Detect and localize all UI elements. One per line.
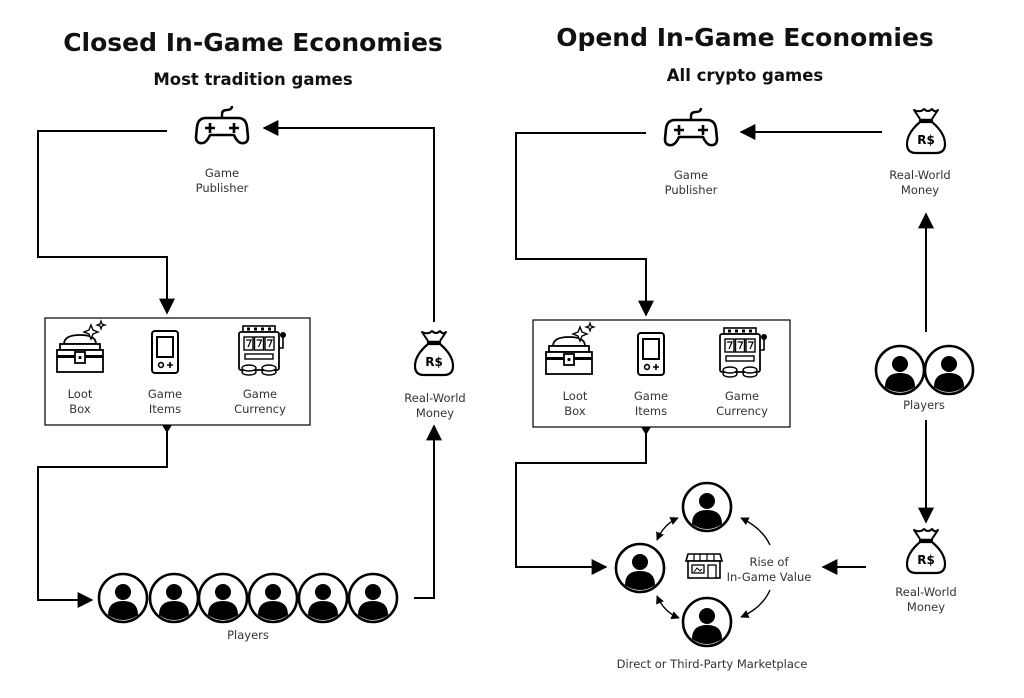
slot-machine-icon: [719, 327, 768, 378]
closed-loot-box-label-1: Loot: [68, 387, 93, 401]
closed-publisher-label-1: Game: [205, 166, 239, 180]
money-bag-label: R$: [917, 133, 935, 147]
closed-game-currency-label-1: Game: [243, 387, 277, 401]
open-publisher-label-1: Game: [674, 168, 708, 182]
closed-game-items-label-2: Items: [149, 402, 181, 416]
open-game-items-label-2: Items: [635, 404, 667, 418]
player-icon: [614, 542, 666, 594]
player-icon: [681, 481, 733, 533]
open-title: Opend In-Game Economies: [556, 23, 934, 52]
handheld-device-icon: [151, 330, 179, 374]
closed-arrow-publisher-to-items: [37, 130, 175, 315]
marketplace-label: Direct or Third-Party Marketplace: [617, 657, 808, 671]
slot-machine-icon: [238, 325, 287, 376]
closed-arrow-players-to-money: [414, 424, 442, 599]
handheld-device-icon: [637, 332, 665, 376]
closed-game-currency-label-2: Currency: [234, 402, 286, 416]
closed-subtitle: Most tradition games: [153, 70, 353, 89]
closed-title: Closed In-Game Economies: [63, 28, 443, 57]
player-icon: [347, 572, 399, 624]
gamepad-icon: [663, 106, 719, 147]
open-subtitle: All crypto games: [667, 66, 824, 85]
open-game-currency-label-1: Game: [725, 389, 759, 403]
closed-loot-box-label-2: Box: [69, 402, 91, 416]
open-players-label: Players: [903, 398, 945, 412]
player-icon: [197, 572, 249, 624]
gamepad-icon: [194, 104, 250, 145]
market-cycle-arrow: [656, 595, 680, 620]
open-loot-box-label-2: Box: [564, 404, 586, 418]
player-icon: [148, 572, 200, 624]
rise-of-value-label-1: Rise of: [750, 555, 790, 569]
closed-publisher-label-2: Publisher: [196, 181, 249, 195]
open-money-top-label-1: Real-World: [889, 168, 950, 182]
player-icon: [923, 344, 975, 396]
open-money-bottom-label-1: Real-World: [895, 585, 956, 599]
closed-wire-start-marker: [162, 425, 172, 433]
player-icon: [97, 572, 149, 624]
open-loot-box-label-1: Loot: [563, 389, 588, 403]
closed-game-items-label-1: Game: [148, 387, 182, 401]
market-cycle-arrow: [740, 589, 771, 618]
shop-icon: [685, 553, 723, 579]
open-arrow-publisher-to-items: [515, 132, 654, 317]
closed-arrow-items-to-players: [37, 430, 168, 608]
open-game-currency-label-2: Currency: [716, 404, 768, 418]
player-icon: [247, 572, 299, 624]
player-icon: [297, 572, 349, 624]
closed-arrow-money-to-publisher: [262, 120, 435, 322]
open-publisher-label-2: Publisher: [665, 183, 718, 197]
closed-money-label-2: Money: [416, 406, 454, 420]
rise-of-value-label-2: In-Game Value: [727, 570, 812, 584]
player-icon: [681, 596, 733, 648]
open-money-bottom-label-2: Money: [907, 600, 945, 614]
open-money-top-label-2: Money: [901, 183, 939, 197]
open-game-items-label-1: Game: [634, 389, 668, 403]
open-arrow-items-to-marketplace: [515, 432, 647, 575]
money-bag-label: R$: [917, 553, 935, 567]
market-cycle-arrow: [656, 517, 679, 541]
player-icon: [874, 344, 926, 396]
open-wire-start-marker: [641, 427, 651, 435]
closed-money-label-1: Real-World: [404, 391, 465, 405]
market-cycle-arrow: [740, 517, 771, 546]
money-bag-label: R$: [425, 355, 443, 369]
closed-players-label: Players: [227, 628, 269, 642]
